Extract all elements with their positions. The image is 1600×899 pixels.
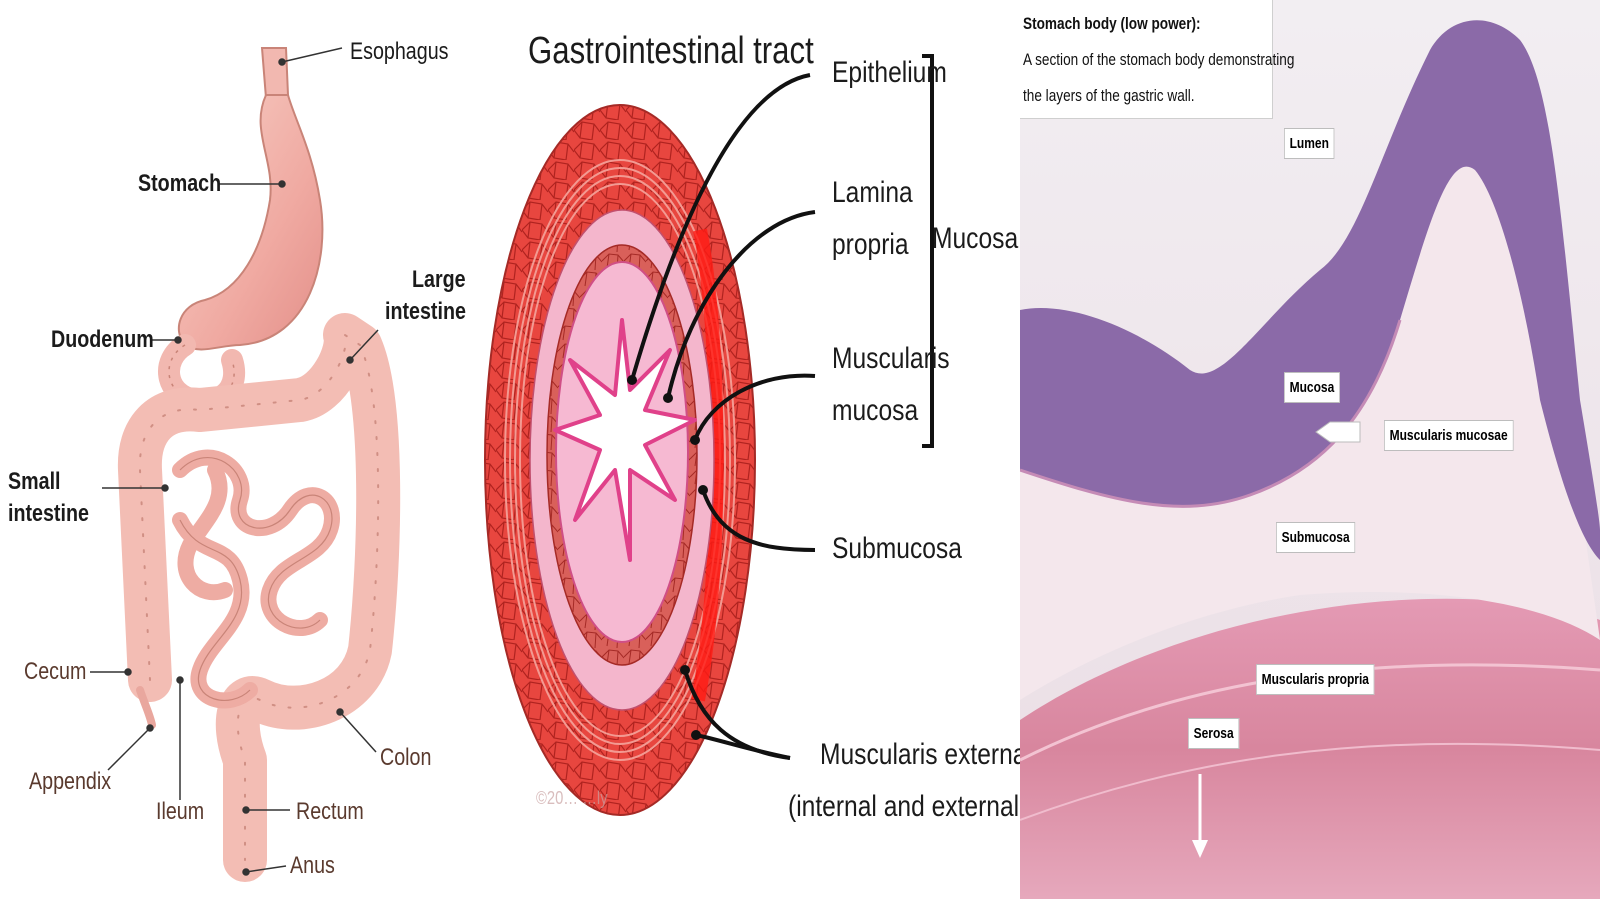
stomach-shape [177, 94, 324, 351]
copyright-watermark: ©20… …ly [536, 788, 608, 808]
caption-line-2: the layers of the gastric wall. [1023, 86, 1195, 105]
gi-tract-crosssection-panel: Gastrointestinal tract Epithelium Lamina… [470, 0, 1100, 899]
label-rectum: Rectum [296, 798, 364, 825]
histology-label-muscularis-mucosae: Muscularis mucosae [1384, 420, 1514, 451]
label-large-intestine-line2: intestine [385, 298, 466, 325]
label-stomach: Stomach [138, 170, 222, 197]
label-mucosa: Mucosa [932, 222, 1019, 255]
label-small-intestine-line1: Small [8, 468, 61, 495]
caption-title: Stomach body (low power): [1023, 14, 1201, 33]
histology-label-muscularis-propria: Muscularis propria [1256, 664, 1375, 695]
label-muscularis-externa-line1: Muscularis externa [820, 738, 1027, 771]
label-submucosa: Submucosa [832, 532, 962, 565]
label-ileum: Ileum [156, 798, 205, 825]
label-lamina-propria-line2: propria [832, 228, 909, 261]
appendix-shape [136, 686, 156, 729]
label-large-intestine-line1: Large [412, 266, 466, 293]
histology-micrograph-panel: Stomach body (low power): A section of t… [1020, 0, 1600, 899]
caption-box: Stomach body (low power): A section of t… [1020, 0, 1294, 119]
histology-label-lumen: Lumen [1284, 128, 1335, 159]
label-appendix: Appendix [29, 768, 112, 795]
label-duodenum: Duodenum [51, 326, 154, 353]
digestive-anatomy-panel: Esophagus Stomach Large intestine Duoden… [0, 0, 470, 899]
mucosa-tissue [1020, 20, 1600, 560]
esophagus-shape [260, 47, 290, 100]
label-muscularis-mucosa-line1: Muscularis [832, 342, 950, 375]
histology-label-mucosa: Mucosa [1284, 372, 1340, 403]
histology-label-serosa: Serosa [1188, 718, 1240, 749]
digestive-system-illustration [90, 47, 401, 882]
histology-label-submucosa: Submucosa [1276, 522, 1356, 553]
label-esophagus: Esophagus [350, 38, 449, 65]
label-anus: Anus [290, 852, 335, 879]
label-lamina-propria-line1: Lamina [832, 176, 913, 209]
lumen-star [553, 318, 697, 562]
large-intestine-shape [117, 313, 401, 882]
label-epithelium: Epithelium [832, 56, 947, 89]
label-colon: Colon [380, 744, 432, 771]
diagram-title: Gastrointestinal tract [528, 30, 814, 72]
label-cecum: Cecum [24, 658, 87, 685]
caption-line-1: A section of the stomach body demonstrat… [1023, 50, 1295, 69]
muscularis-propria-tissue [1020, 598, 1600, 899]
gi-tract-crosssection-diagram [484, 54, 934, 816]
label-muscularis-mucosa-line2: mucosa [832, 394, 919, 427]
mucosa-bracket [922, 54, 934, 448]
label-small-intestine-line2: intestine [8, 500, 89, 527]
